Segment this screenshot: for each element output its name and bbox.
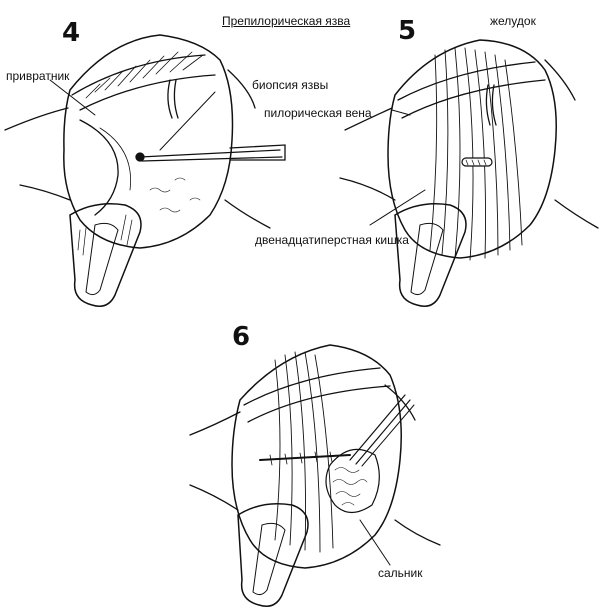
label-omentum: сальник [378,566,423,580]
page-title: Препилорическая язва [222,14,351,28]
label-pylorus: привратник [6,69,70,83]
label-duodenum: двенадцатиперстная кишка [255,233,409,247]
label-stomach: желудок [490,14,536,28]
label-pyloric-vein: пилорическая вена [264,106,372,120]
label-ulcer-biopsy: биопсия язвы [252,78,329,92]
panel-5-drawing [339,39,599,307]
panel-4-drawing [4,34,286,307]
panel-6-drawing [189,344,441,607]
panel-4-number: 4 [62,18,81,48]
panel-5-number: 5 [398,16,417,46]
panel-6-number: 6 [232,322,251,352]
